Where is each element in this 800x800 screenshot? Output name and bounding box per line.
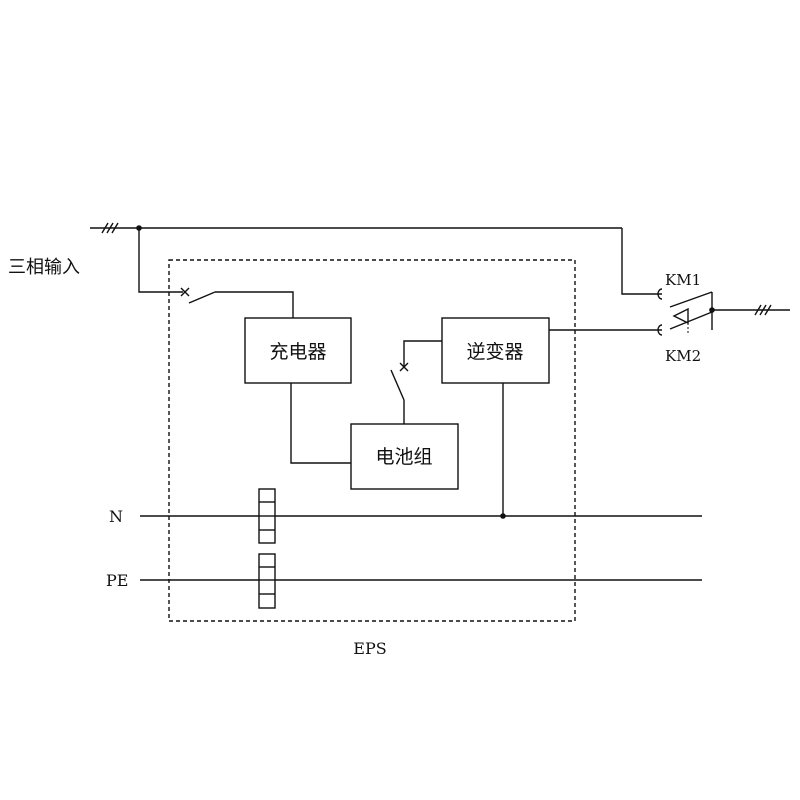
battery-switch [390,362,409,401]
interlock-symbol [672,307,689,325]
charger-battery-line [290,383,351,464]
n-label: N [109,507,123,526]
km2-label: KM2 [665,347,701,365]
inverter-label: 逆变器 [466,341,523,363]
eps-enclosure [168,259,576,622]
battery-label: 电池组 [375,446,432,468]
km1-blade [669,291,713,308]
transfer-switch [657,288,715,336]
main-switch [180,287,216,304]
km1-contact [657,288,663,300]
pe-label: PE [106,571,128,590]
output-line [712,304,790,316]
charger-label: 充电器 [269,341,326,363]
n-terminal-block [258,488,276,544]
km2-blade [669,311,713,330]
km1-label: KM1 [665,271,701,289]
pe-terminal-block [258,553,276,609]
battery-inverter-line [403,340,442,367]
charger-input-line [215,291,294,318]
bypass-line [621,228,662,295]
input-label: 三相输入 [8,257,80,278]
km2-contact [657,324,663,336]
battery-block [350,423,459,490]
three-phase-input-line [90,222,622,234]
inverter-block [441,317,550,384]
charger-block [244,317,352,384]
eps-label: EPS [353,639,386,658]
